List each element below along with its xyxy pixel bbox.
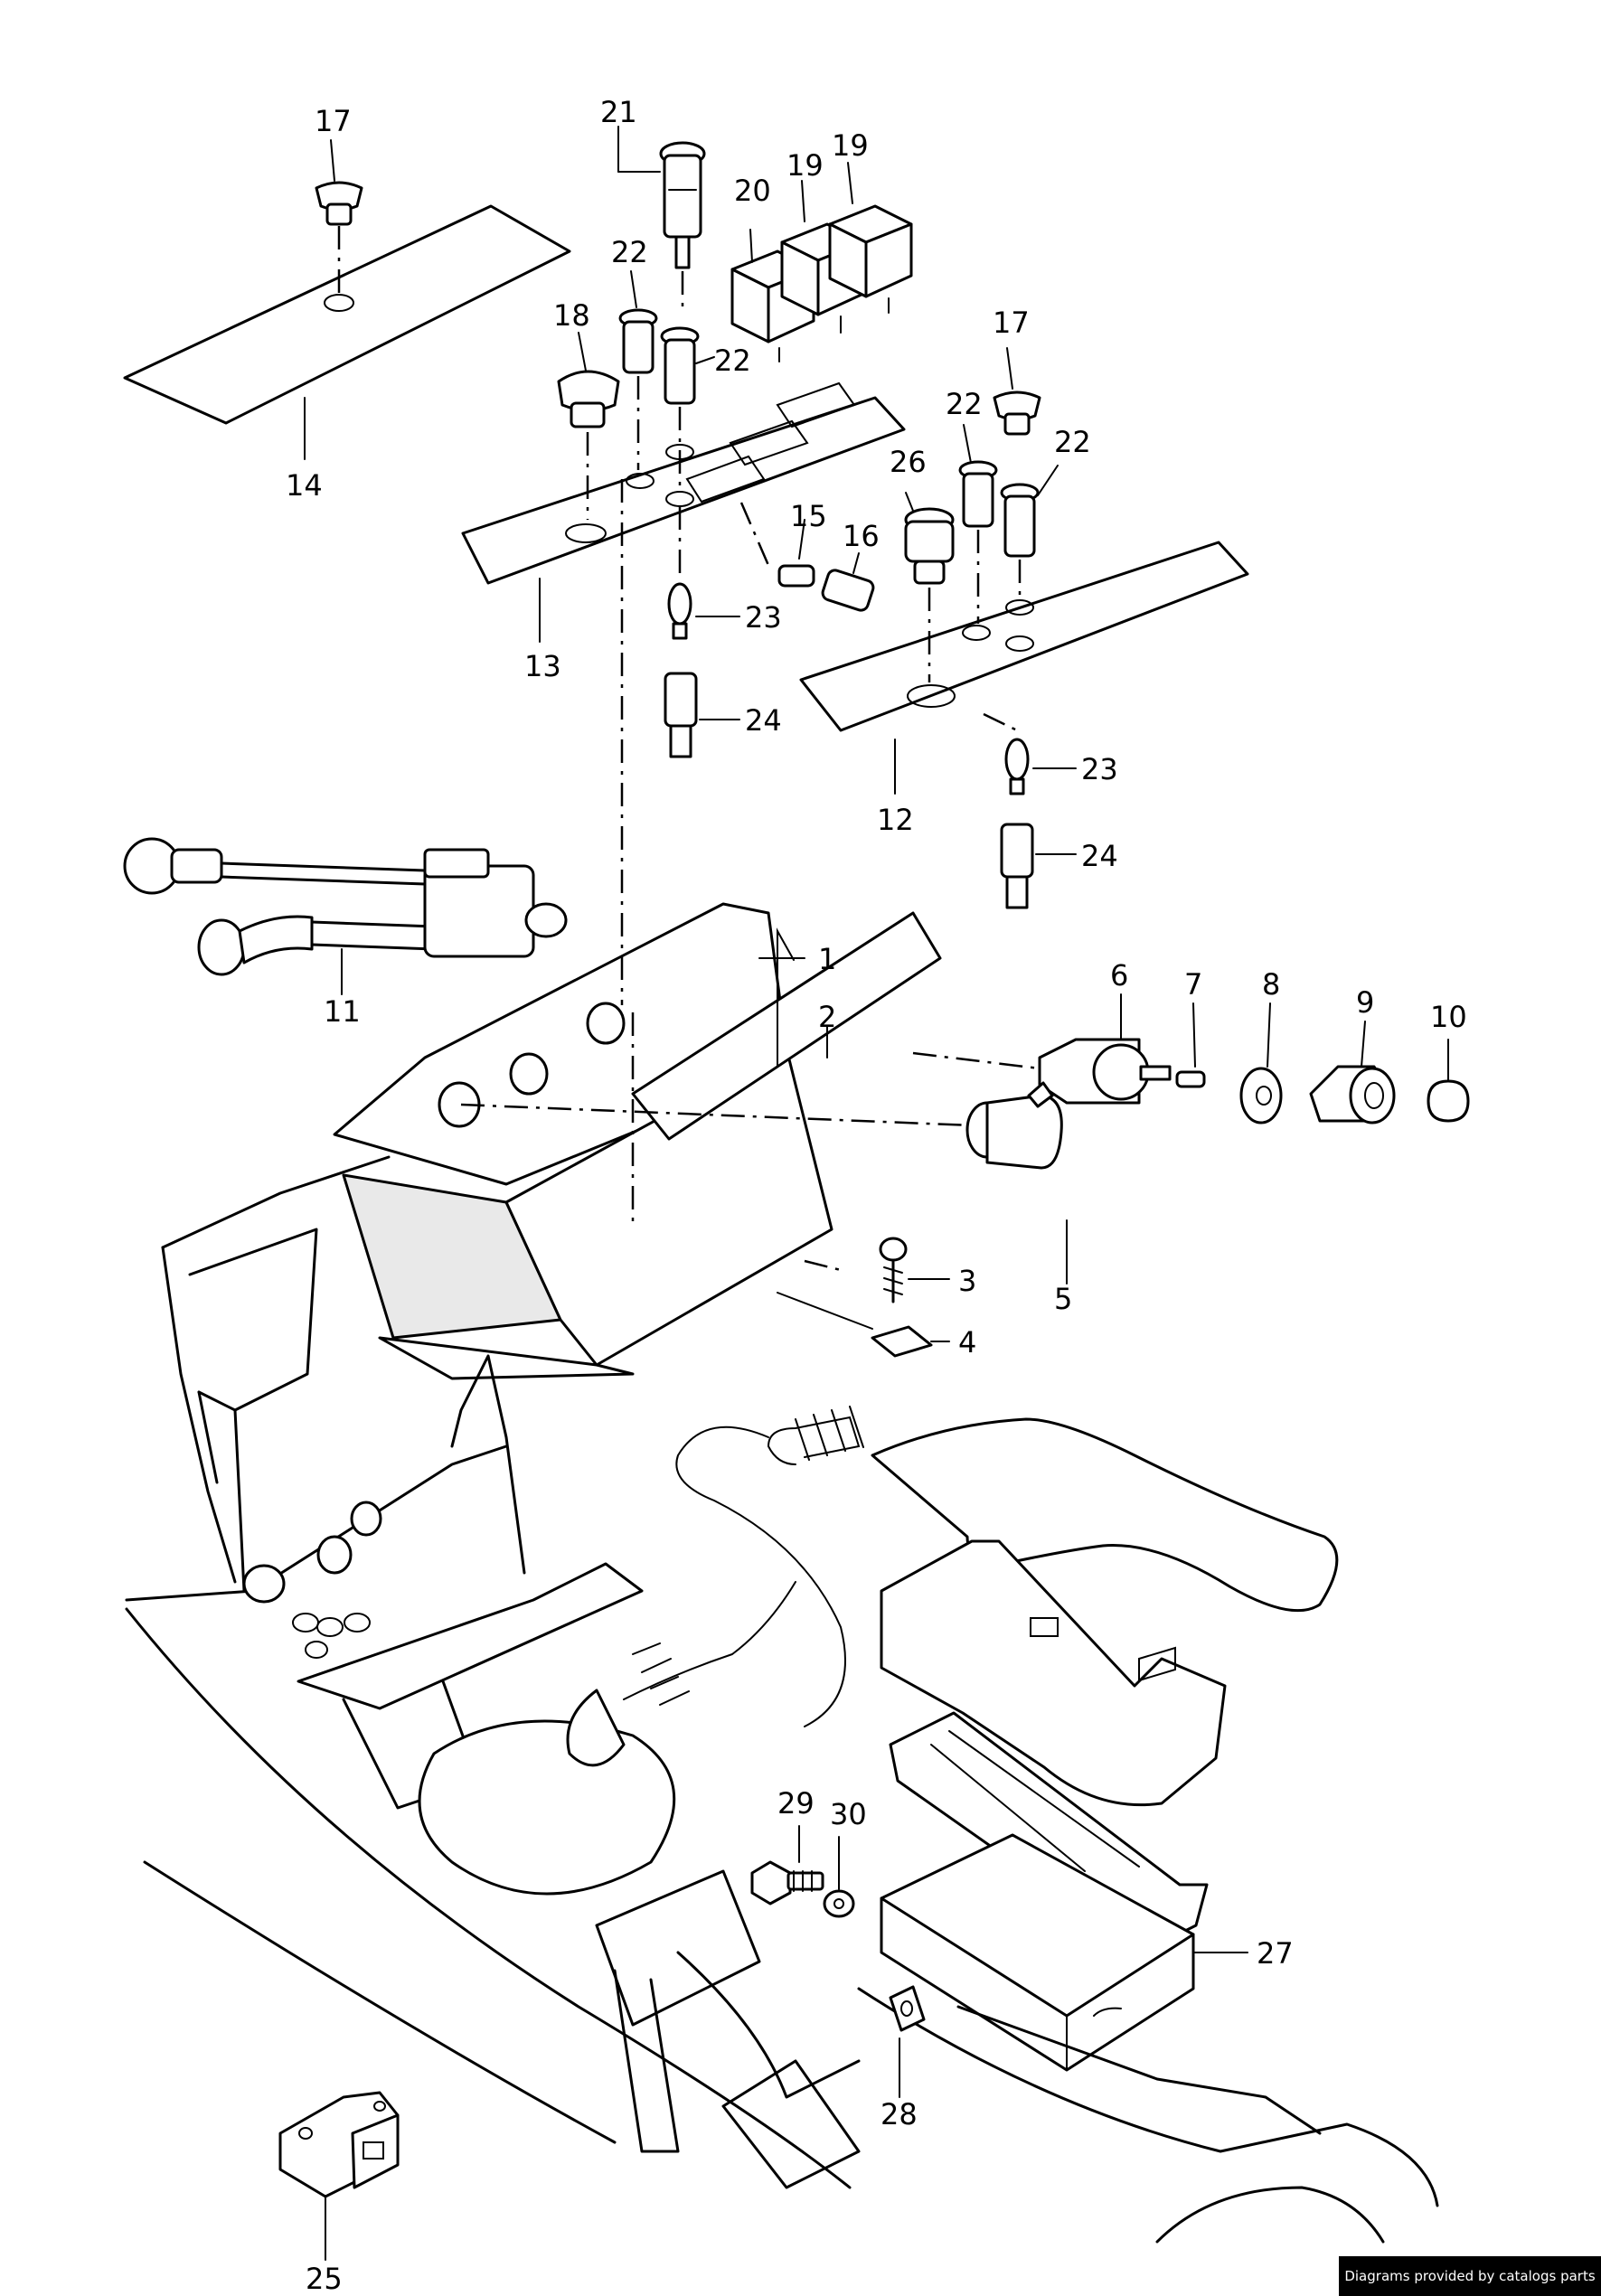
callout-23: 23	[745, 600, 782, 635]
callout-8: 8	[1262, 967, 1280, 1002]
callout-29: 29	[777, 1786, 815, 1821]
callout-9: 9	[1356, 985, 1374, 1020]
switch-panel-13	[461, 381, 906, 643]
callout-7: 7	[1184, 967, 1202, 1002]
callout-30: 30	[830, 1797, 867, 1831]
callout-27: 27	[1257, 1936, 1294, 1971]
washer-30[interactable]	[823, 1836, 855, 1918]
screw-3[interactable]	[879, 1237, 950, 1303]
callout-2: 2	[818, 1000, 836, 1034]
console-1-2	[333, 479, 973, 1380]
callout-22: 22	[611, 235, 648, 269]
callout-13: 13	[524, 649, 561, 683]
element-7[interactable]	[1175, 1002, 1206, 1088]
callout-12: 12	[877, 803, 914, 837]
callout-5: 5	[1054, 1282, 1072, 1316]
switch-22-c[interactable]	[958, 424, 998, 624]
callout-21: 21	[600, 95, 637, 129]
socket-24-right[interactable]	[1000, 823, 1077, 909]
callout-24: 24	[1081, 839, 1118, 873]
credit-banner: Diagrams provided by catalogs parts	[1339, 2256, 1601, 2296]
callout-25: 25	[306, 2262, 343, 2296]
switch-22-d[interactable]	[1000, 465, 1059, 597]
cradle-base[interactable]	[889, 1711, 1209, 1954]
panel-14	[123, 204, 571, 460]
coil-cord[interactable]	[566, 1581, 796, 1767]
cable-11[interactable]	[123, 837, 568, 995]
socket-5[interactable]	[965, 1081, 1068, 1284]
screw-29[interactable]	[750, 1825, 824, 1905]
callout-22: 22	[714, 343, 751, 378]
knob-10[interactable]	[1427, 1039, 1470, 1123]
callout-14: 14	[286, 468, 323, 503]
callout-23: 23	[1081, 752, 1118, 786]
callout-17: 17	[315, 104, 352, 138]
callout-22: 22	[946, 387, 983, 421]
callout-15: 15	[790, 499, 827, 533]
ring-8[interactable]	[1239, 1002, 1283, 1124]
callout-3: 3	[958, 1264, 976, 1298]
bulb-23-right[interactable]	[983, 712, 1077, 795]
lighter-6[interactable]	[912, 993, 1172, 1105]
clip-4[interactable]	[777, 1292, 950, 1358]
callout-6: 6	[1110, 958, 1128, 993]
callout-10: 10	[1430, 1000, 1467, 1034]
callout-26: 26	[890, 445, 927, 479]
cap-9[interactable]	[1309, 1021, 1396, 1124]
switch-21[interactable]	[617, 126, 706, 312]
callout-28: 28	[881, 2097, 918, 2131]
callout-11: 11	[324, 994, 361, 1029]
bulb-23-left[interactable]	[667, 506, 740, 640]
callout-labels: 17 21 20 19 19 22 22 18 14 13 15 16 23 2…	[286, 95, 1467, 2296]
bulb-15-16[interactable]	[739, 502, 875, 612]
switch-18[interactable]	[557, 332, 620, 520]
switch-19-b[interactable]	[828, 162, 913, 314]
callout-18: 18	[553, 298, 590, 333]
socket-24-left[interactable]	[664, 672, 740, 758]
centre-console	[125, 1155, 1439, 2244]
nut-28[interactable]	[889, 1985, 926, 2098]
telephone-handset[interactable]	[675, 1406, 1339, 1727]
panel-12	[799, 541, 1249, 795]
callout-20: 20	[734, 174, 771, 208]
knob-26[interactable]	[904, 492, 955, 682]
switch-22-b[interactable]	[660, 326, 715, 488]
callout-24: 24	[745, 703, 782, 738]
callout-19: 19	[786, 148, 824, 183]
callout-4: 4	[958, 1325, 976, 1360]
lid-27[interactable]	[880, 1833, 1248, 2072]
bracket-25[interactable]	[278, 2091, 400, 2261]
callout-1: 1	[818, 942, 836, 976]
callout-19: 19	[832, 128, 869, 163]
switch-22-a[interactable]	[618, 270, 658, 470]
clip-17-top-left[interactable]	[315, 139, 363, 294]
clip-17-right[interactable]	[993, 347, 1041, 436]
callout-22: 22	[1054, 425, 1091, 459]
telephone-cradle[interactable]	[880, 1539, 1227, 1807]
callout-16: 16	[843, 519, 880, 553]
callout-17: 17	[993, 306, 1030, 340]
